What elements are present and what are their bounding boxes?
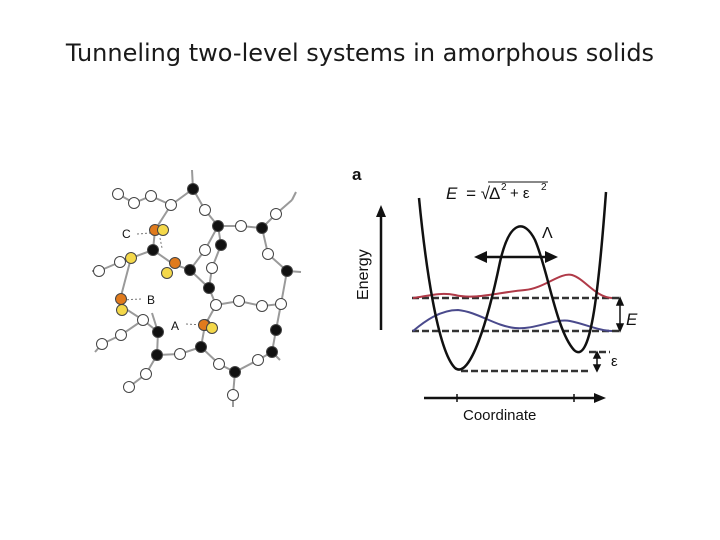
white-atom [114,256,126,268]
energy-formula: E = √ Δ 2 + ε 2 [446,181,548,203]
black-atom [184,264,196,276]
white-atom [262,248,274,260]
white-atom [137,314,149,326]
formula-delta: Δ [489,184,500,203]
tunneling-arrowhead-right [545,251,558,263]
coordinate-axis-label: Coordinate [463,407,536,424]
displacement-arrows [120,232,205,326]
black-atom [203,282,215,294]
slide-title: Tunneling two-level systems in amorphous… [65,39,655,67]
asymmetry-marker [592,350,602,373]
white-atom [123,381,135,393]
white-atom [270,208,282,220]
site-label-c: C [122,227,131,241]
tunneling-arrowhead-left [474,251,487,263]
white-atom [275,298,287,310]
white-atom [256,300,268,312]
orange-atom [169,257,181,269]
white-atom [140,368,152,380]
lattice-atoms [93,183,293,401]
white-atom [235,220,247,232]
yellow-atom [161,267,173,279]
site-label-b: B [147,293,155,307]
white-atom [199,244,211,256]
white-atom [213,358,225,370]
white-atom [115,329,127,341]
lower-wavefunction [412,308,613,332]
yellow-atom [157,224,169,236]
white-atom [112,188,124,200]
svg-text:Δ: Δ [489,184,500,203]
white-atom [233,295,245,307]
black-atom [195,341,207,353]
upper-wavefunction [412,273,613,299]
formula-plus-eps: + ε [510,185,530,202]
white-atom [96,338,108,350]
black-atom [152,326,164,338]
asymmetry-label: ε [611,353,618,370]
white-atom [93,265,105,277]
energy-levels [412,296,619,373]
formula-e: E [446,184,458,203]
formula-eq: = √ [466,184,491,203]
yellow-atom [125,252,137,264]
yellow-atom [206,322,218,334]
black-atom [187,183,199,195]
orange-atom [115,293,127,305]
black-atom [281,265,293,277]
black-atom [266,346,278,358]
black-atom [229,366,241,378]
splitting-marker [615,296,625,333]
white-atom [165,199,177,211]
black-atom [212,220,224,232]
black-atom [151,349,163,361]
panel-label-a: a [352,165,362,184]
black-atom [256,222,268,234]
white-atom [145,190,157,202]
black-atom [147,244,159,256]
white-atom [174,348,186,360]
amorphous-lattice [92,169,302,407]
formula-exp-2: 2 [541,182,547,193]
site-label-a: A [171,319,179,333]
black-atom [270,324,282,336]
white-atom [210,299,222,311]
double-well-potential [417,191,608,371]
white-atom [199,204,211,216]
white-atom [206,262,218,274]
black-atom [215,239,227,251]
coordinate-axis-arrowhead [594,393,606,403]
tunneling-label: Λ [542,225,553,242]
energy-axis-arrowhead [376,205,386,217]
white-atom [227,389,239,401]
svg-text:E = √: E = √ [446,184,491,203]
yellow-atom [116,304,128,316]
white-atom [252,354,264,366]
splitting-label: E [626,310,638,329]
white-atom [128,197,140,209]
formula-exp-1: 2 [501,182,507,193]
energy-axis-label: Energy [355,249,372,300]
